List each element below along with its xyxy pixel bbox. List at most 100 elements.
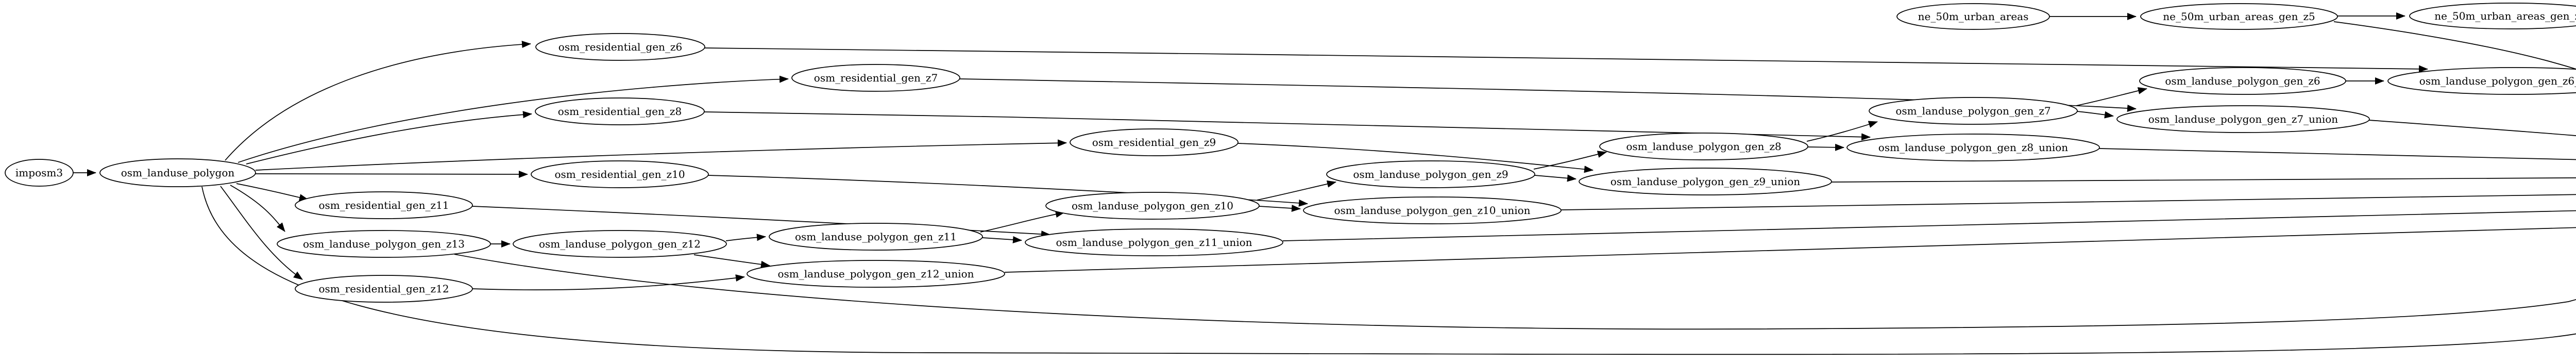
node-osm-landuse-polygon-gen-z13-label: osm_landuse_polygon_gen_z13 <box>303 238 465 250</box>
node-osm-landuse-polygon-gen-z10-union-shape <box>1303 196 1562 224</box>
edge-osm-landuse-polygon-gen-z8-union-to-layer-landuse-z8 <box>2099 148 2576 160</box>
node-imposm3-label: imposm3 <box>15 167 63 179</box>
edge-osm-landuse-polygon-gen-z11-to-osm-landuse-polygon-gen-z10 <box>980 210 1065 233</box>
node-osm-landuse-polygon-gen-z7: osm_landuse_polygon_gen_z7 <box>1869 97 2078 125</box>
node-osm-landuse-polygon-gen-z11: osm_landuse_polygon_gen_z11 <box>769 223 983 251</box>
node-osm-residential-gen-z12-label: osm_residential_gen_z12 <box>318 283 449 295</box>
node-osm-residential-gen-z9-label: osm_residential_gen_z9 <box>1092 136 1216 149</box>
node-osm-landuse-polygon-gen-z6-union-label: osm_landuse_polygon_gen_z6_union <box>2419 75 2576 87</box>
edge-osm-landuse-polygon-gen-z9-to-osm-landuse-polygon-gen-z8 <box>1533 151 1607 170</box>
node-osm-landuse-polygon-gen-z12-label: osm_landuse_polygon_gen_z12 <box>539 238 701 250</box>
node-osm-landuse-polygon-gen-z8-union-shape <box>1846 134 2100 161</box>
node-osm-landuse-polygon-gen-z10-union: osm_landuse_polygon_gen_z10_union <box>1303 196 1562 224</box>
node-osm-landuse-polygon-gen-z13: osm_landuse_polygon_gen_z13 <box>277 230 491 258</box>
node-osm-landuse-polygon-gen-z10-label: osm_landuse_polygon_gen_z10 <box>1072 200 1233 212</box>
node-osm-landuse-polygon-gen-z8-union-label: osm_landuse_polygon_gen_z8_union <box>1878 141 2068 154</box>
node-osm-landuse-polygon-gen-z10: osm_landuse_polygon_gen_z10 <box>1045 192 1260 220</box>
node-osm-residential-gen-z9: osm_residential_gen_z9 <box>1070 128 1239 156</box>
node-osm-landuse-polygon-gen-z6: osm_landuse_polygon_gen_z6 <box>2139 67 2346 95</box>
node-osm-landuse-polygon-gen-z12-union: osm_landuse_polygon_gen_z12_union <box>747 260 1005 288</box>
edge-osm-residential-gen-z12-to-osm-landuse-polygon-gen-z12-union <box>472 274 745 290</box>
node-osm-landuse-polygon-gen-z6-union-shape <box>2387 67 2576 95</box>
node-osm-residential-gen-z7-shape <box>791 64 960 92</box>
node-ne-50m-urban-areas-gen-z5: ne_50m_urban_areas_gen_z5 <box>2140 3 2338 30</box>
node-osm-residential-gen-z7-label: osm_residential_gen_z7 <box>814 72 938 84</box>
node-osm-residential-gen-z7: osm_residential_gen_z7 <box>791 64 960 92</box>
edge-osm-landuse-polygon-to-osm-residential-gen-z8 <box>246 111 532 164</box>
node-osm-landuse-polygon-gen-z8-label: osm_landuse_polygon_gen_z8 <box>1626 140 1781 153</box>
node-osm-landuse-polygon-gen-z6-union: osm_landuse_polygon_gen_z6_union <box>2387 67 2576 95</box>
node-osm-landuse-polygon-gen-z8: osm_landuse_polygon_gen_z8 <box>1599 133 1808 160</box>
node-osm-landuse-polygon-gen-z9-union: osm_landuse_polygon_gen_z9_union <box>1579 168 1832 195</box>
node-osm-landuse-polygon: osm_landuse_polygon <box>99 158 256 187</box>
node-osm-landuse-polygon-gen-z6-label: osm_landuse_polygon_gen_z6 <box>2165 75 2320 87</box>
node-ne-50m-urban-areas-gen-z4-label: ne_50m_urban_areas_gen_z4 <box>2434 10 2576 22</box>
node-osm-residential-gen-z10: osm_residential_gen_z10 <box>531 160 709 188</box>
node-osm-residential-gen-z12-shape <box>295 275 473 303</box>
node-osm-landuse-polygon-gen-z7-union: osm_landuse_polygon_gen_z7_union <box>2116 105 2370 133</box>
node-osm-landuse-polygon-gen-z10-shape <box>1045 192 1260 220</box>
edge-osm-landuse-polygon-gen-z11-to-osm-landuse-polygon-gen-z11-union <box>982 236 1022 243</box>
edge-osm-landuse-polygon-gen-z7-to-osm-landuse-polygon-gen-z7-union <box>2077 111 2114 119</box>
node-osm-landuse-polygon-label: osm_landuse_polygon <box>121 167 235 179</box>
node-osm-landuse-polygon-gen-z9: osm_landuse_polygon_gen_z9 <box>1326 160 1535 188</box>
edge-osm-landuse-polygon-gen-z9-to-osm-landuse-polygon-gen-z9-union <box>1534 174 1577 182</box>
edge-osm-landuse-polygon-gen-z13-to-layer-landuse-z13 <box>454 254 2576 330</box>
node-osm-landuse-polygon-gen-z10-union-label: osm_landuse_polygon_gen_z10_union <box>1334 204 1530 217</box>
node-osm-landuse-polygon-gen-z8-union: osm_landuse_polygon_gen_z8_union <box>1846 134 2100 161</box>
node-osm-landuse-polygon-gen-z7-union-label: osm_landuse_polygon_gen_z7_union <box>2148 113 2338 125</box>
node-ne-50m-urban-areas: ne_50m_urban_areas <box>1896 3 2050 30</box>
node-osm-landuse-polygon-gen-z7-shape <box>1869 97 2078 125</box>
node-ne-50m-urban-areas-shape <box>1896 3 2050 30</box>
edge-osm-residential-gen-z11-to-osm-landuse-polygon-gen-z11-union <box>472 206 1050 238</box>
edge-osm-landuse-polygon-gen-z7-union-to-layer-landuse-z7 <box>2368 120 2576 136</box>
node-osm-landuse-polygon-gen-z11-union: osm_landuse_polygon_gen_z11_union <box>1025 228 1283 256</box>
edge-osm-landuse-polygon-to-osm-residential-gen-z7 <box>238 75 789 163</box>
node-osm-landuse-polygon-gen-z7-label: osm_landuse_polygon_gen_z7 <box>1895 105 2050 117</box>
node-ne-50m-urban-areas-gen-z4: ne_50m_urban_areas_gen_z4 <box>2409 3 2576 29</box>
node-osm-residential-gen-z11-label: osm_residential_gen_z11 <box>318 199 449 211</box>
edge-osm-landuse-polygon-to-osm-residential-gen-z6 <box>225 41 531 161</box>
node-osm-landuse-polygon-gen-z9-label: osm_landuse_polygon_gen_z9 <box>1353 168 1508 180</box>
edge-osm-landuse-polygon-gen-z10-union-to-layer-landuse-z10 <box>1561 194 2576 210</box>
node-osm-residential-gen-z8-shape <box>535 97 705 125</box>
node-osm-landuse-polygon-gen-z6-shape <box>2139 67 2346 95</box>
edge-osm-landuse-polygon-to-osm-residential-gen-z12 <box>220 186 303 280</box>
edge-osm-landuse-polygon-gen-z7-to-osm-landuse-polygon-gen-z6 <box>2076 87 2147 106</box>
edge-osm-landuse-polygon-gen-z8-to-osm-landuse-polygon-gen-z7 <box>1806 121 1878 142</box>
edges-layer <box>73 12 2576 355</box>
node-osm-residential-gen-z10-label: osm_residential_gen_z10 <box>554 168 685 180</box>
node-osm-residential-gen-z12: osm_residential_gen_z12 <box>295 275 473 303</box>
edge-osm-landuse-polygon-gen-z12-to-osm-landuse-polygon-gen-z11 <box>725 234 766 241</box>
node-osm-residential-gen-z9-shape <box>1070 128 1239 156</box>
node-osm-residential-gen-z6-shape <box>535 33 705 61</box>
node-osm-landuse-polygon-gen-z12-shape <box>513 230 727 258</box>
node-osm-landuse-polygon-gen-z9-shape <box>1326 160 1535 188</box>
node-osm-landuse-polygon-gen-z7-union-shape <box>2116 105 2370 133</box>
nodes-layer: imposm3 osm_landuse_polygon osm_resident… <box>5 3 2576 303</box>
edge-osm-landuse-polygon-gen-z9-union-to-layer-landuse-z9 <box>1831 177 2576 183</box>
node-osm-residential-gen-z11: osm_residential_gen_z11 <box>295 191 473 219</box>
node-osm-landuse-polygon-gen-z12-union-shape <box>747 260 1005 288</box>
node-osm-landuse-polygon-gen-z8-shape <box>1599 133 1808 160</box>
edge-osm-landuse-polygon-to-osm-residential-gen-z11 <box>236 183 309 201</box>
node-osm-landuse-polygon-gen-z9-union-label: osm_landuse_polygon_gen_z9_union <box>1611 175 1800 188</box>
node-osm-residential-gen-z11-shape <box>295 191 473 219</box>
node-imposm3: imposm3 <box>5 159 74 187</box>
node-imposm3-shape <box>5 159 74 187</box>
node-osm-landuse-polygon-gen-z11-union-shape <box>1025 228 1283 256</box>
node-ne-50m-urban-areas-gen-z5-shape <box>2140 3 2338 30</box>
edge-osm-landuse-polygon-gen-z10-to-osm-landuse-polygon-gen-z10-union <box>1259 204 1301 212</box>
edge-osm-landuse-polygon-to-osm-residential-gen-z9 <box>255 139 1067 171</box>
node-osm-landuse-polygon-gen-z13-shape <box>277 230 491 258</box>
edge-ne-50m-urban-areas-gen-z5-to-layer-landuse-z5 <box>2333 21 2576 70</box>
node-osm-landuse-polygon-shape <box>99 158 256 187</box>
node-ne-50m-urban-areas-gen-z4-shape <box>2409 3 2576 29</box>
node-osm-residential-gen-z6: osm_residential_gen_z6 <box>535 33 705 61</box>
node-osm-residential-gen-z8-label: osm_residential_gen_z8 <box>558 105 682 118</box>
node-osm-landuse-polygon-gen-z11-label: osm_landuse_polygon_gen_z11 <box>795 231 957 243</box>
edge-osm-landuse-polygon-to-osm-landuse-polygon-gen-z13 <box>230 185 285 232</box>
edge-osm-landuse-polygon-gen-z10-to-osm-landuse-polygon-gen-z9 <box>1257 180 1336 201</box>
node-osm-landuse-polygon-gen-z12: osm_landuse_polygon_gen_z12 <box>513 230 727 258</box>
